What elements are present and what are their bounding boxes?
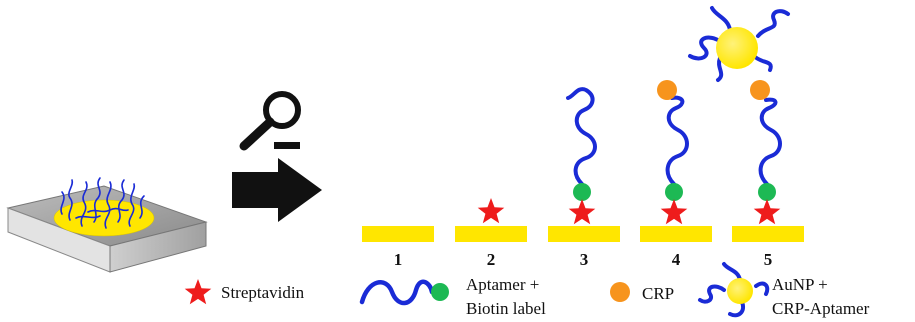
legend-crp-label: CRP	[642, 284, 674, 303]
legend-streptavidin: Streptavidin	[184, 279, 305, 305]
step-3	[548, 87, 620, 242]
gold-spot	[53, 199, 155, 237]
step-label-3: 3	[580, 250, 589, 269]
step-label-1: 1	[394, 250, 403, 269]
step-5	[688, 6, 804, 242]
biotin-dot-5	[758, 183, 776, 201]
sensor-chip	[6, 177, 208, 273]
step-label-2: 2	[487, 250, 496, 269]
legend-aptamer: Aptamer + Biotin label	[359, 275, 546, 318]
legend-streptavidin-label: Streptavidin	[221, 283, 305, 302]
aunp-particle-icon	[727, 278, 753, 304]
legend-aunp-line1: AuNP +	[772, 275, 828, 294]
minus-sign	[274, 142, 300, 149]
crp-dot-4	[657, 80, 677, 100]
legend-crp: CRP	[610, 282, 674, 303]
step-label-5: 5	[764, 250, 773, 269]
crp-dot-icon	[610, 282, 630, 302]
aunp-conjugate-5	[688, 6, 790, 82]
streptavidin-star-3	[568, 199, 596, 225]
aptamer-strand-5	[758, 97, 782, 186]
legend-aunp: AuNP + CRP-Aptamer	[698, 262, 870, 318]
biotin-dot-icon	[431, 283, 449, 301]
arrow-right-icon	[232, 158, 322, 222]
aptamer-strand-4	[665, 95, 689, 186]
step-4	[640, 80, 712, 242]
aptamer-wave-icon	[359, 279, 435, 306]
electrode-3	[548, 226, 620, 242]
aunp-particle-5	[716, 27, 758, 69]
step-2	[455, 198, 527, 242]
electrode-2	[455, 226, 527, 242]
crp-dot-5	[750, 80, 770, 100]
chip-aptamer-strands	[60, 177, 145, 229]
streptavidin-star-icon	[184, 279, 212, 305]
electrode-5	[732, 226, 804, 242]
magnifier-icon	[239, 91, 301, 151]
electrode-4	[640, 226, 712, 242]
legend-aptamer-line2: Biotin label	[466, 299, 546, 318]
legend: Streptavidin Aptamer + Biotin label CRP	[184, 262, 870, 318]
streptavidin-star-5	[753, 199, 781, 225]
step-label-4: 4	[672, 250, 681, 269]
legend-aptamer-line1: Aptamer +	[466, 275, 539, 294]
aptamer-strand-3	[566, 87, 597, 186]
biotin-dot-3	[573, 183, 591, 201]
biotin-dot-4	[665, 183, 683, 201]
streptavidin-star-4	[660, 199, 688, 225]
streptavidin-star-2	[477, 198, 505, 224]
step-1	[362, 226, 434, 242]
legend-aunp-line2: CRP-Aptamer	[772, 299, 870, 318]
electrode-1	[362, 226, 434, 242]
aunp-conjugate-icon	[698, 262, 770, 318]
